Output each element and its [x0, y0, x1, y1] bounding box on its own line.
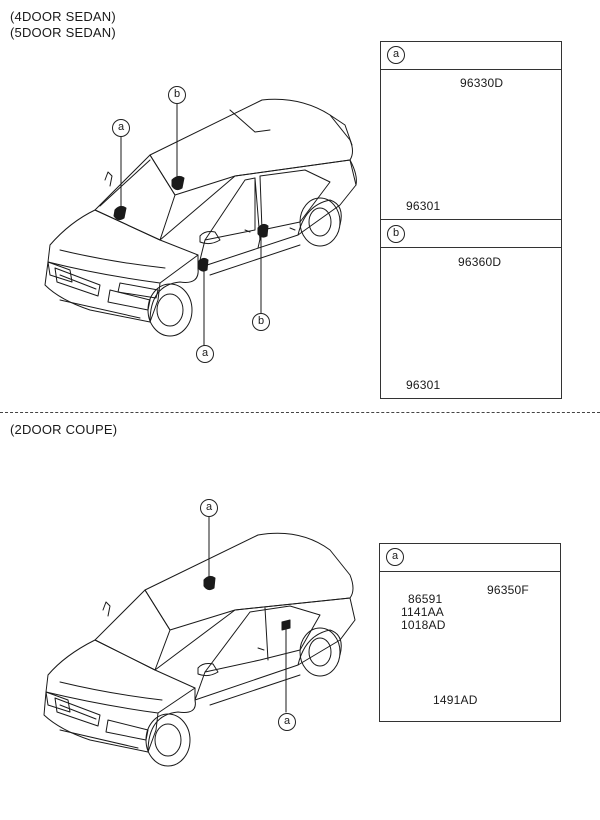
section-divider [0, 412, 600, 413]
part-1141aa-label: 1141AA [401, 605, 445, 619]
coupe-header: (2DOOR COUPE) [10, 422, 118, 437]
panel-sedan-a-header: a [381, 42, 561, 70]
part-96301-label-a: 96301 [406, 199, 441, 213]
part-1491ad-label: 1491AD [433, 693, 478, 707]
panel-sedan-a-tag: a [387, 46, 405, 64]
sedan-callout-a-top: a [112, 119, 130, 137]
coupe-callout-a-bottom: a [278, 713, 296, 731]
coupe-car-illustration [43, 515, 356, 767]
sedan-car-illustration [44, 98, 357, 346]
sedan-callout-a-bottom: a [196, 345, 214, 363]
part-96350f-label: 96350F [487, 583, 529, 597]
panel-sedan-b-header: b [381, 220, 561, 248]
sedan-callout-b-top: b [168, 86, 186, 104]
sedan-header-line1: (4DOOR SEDAN) [10, 9, 116, 24]
panel-coupe-a-header: a [380, 544, 560, 572]
part-96301-label-b: 96301 [406, 378, 441, 392]
part-1018ad-label: 1018AD [401, 618, 446, 632]
part-86591-label: 86591 [408, 592, 443, 606]
sedan-header-line2: (5DOOR SEDAN) [10, 25, 116, 40]
panel-coupe-a: a [379, 543, 561, 722]
part-96360d-label: 96360D [458, 255, 502, 269]
panel-sedan-a: a [380, 41, 562, 221]
panel-sedan-b-tag: b [387, 225, 405, 243]
panel-sedan-b: b [380, 219, 562, 399]
panel-coupe-a-tag: a [386, 548, 404, 566]
coupe-callout-a-top: a [200, 499, 218, 517]
part-96330d-label: 96330D [460, 76, 504, 90]
sedan-callout-b-bottom: b [252, 313, 270, 331]
